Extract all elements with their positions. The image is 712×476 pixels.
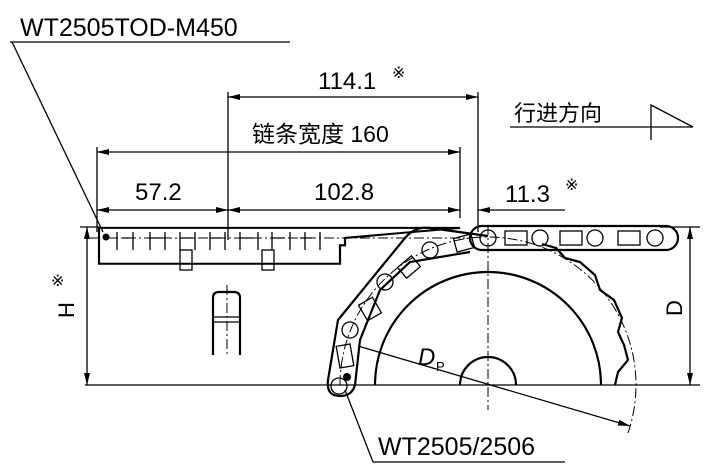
- top-model-label: WT2505TOD-M450: [20, 14, 238, 42]
- dim-102-label: 102.8: [314, 179, 374, 206]
- dp-label: D: [418, 344, 435, 371]
- sprocket-chain-links: [326, 224, 680, 398]
- bottom-model-leader: [344, 389, 374, 463]
- d-label: D: [662, 300, 687, 316]
- flat-top-chain-plate: [90, 226, 470, 271]
- chain-side-view: [211, 285, 242, 355]
- dim-11-mark: ※: [565, 177, 578, 194]
- dim-57-label: 57.2: [135, 179, 182, 206]
- dim-114-label: 114.1: [318, 68, 376, 95]
- dp-subscript: P: [436, 359, 445, 374]
- dim-line-dp: [357, 345, 631, 427]
- dim-11-label: 11.3: [505, 181, 550, 208]
- sprocket: [339, 225, 637, 434]
- chain-width-label: 链条宽度 160: [252, 121, 389, 147]
- dim-114-mark: ※: [392, 65, 405, 82]
- direction-label: 行进方向: [514, 101, 602, 126]
- top-model-leader: [11, 41, 104, 233]
- bottom-model-label: WT2505/2506: [378, 433, 535, 461]
- h-mark: ※: [51, 273, 64, 290]
- direction-arrow-icon: [650, 103, 694, 140]
- h-label: H: [54, 302, 79, 318]
